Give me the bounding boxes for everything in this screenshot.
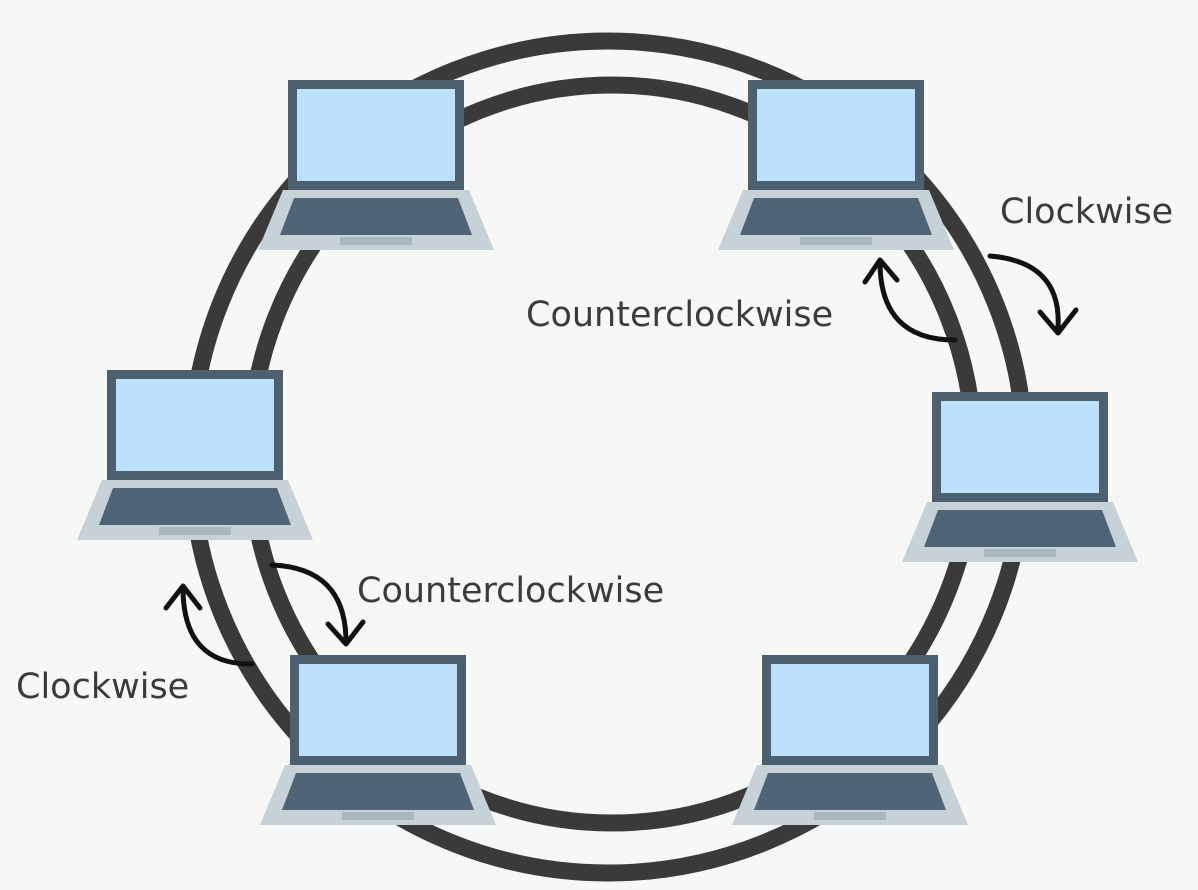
laptop-icon xyxy=(258,80,494,250)
laptop-icon xyxy=(718,80,954,250)
clockwise-label: Clockwise xyxy=(1000,192,1174,232)
laptop-icon xyxy=(77,370,313,540)
counterclockwise-arrow-icon xyxy=(862,257,958,343)
clockwise-label: Clockwise xyxy=(16,667,190,707)
laptop-icon xyxy=(902,392,1138,562)
counterclockwise-label: Counterclockwise xyxy=(357,571,665,611)
laptop-icon xyxy=(260,655,496,825)
counterclockwise-label: Counterclockwise xyxy=(526,295,834,335)
laptop-icon xyxy=(732,655,968,825)
clockwise-arrow-icon xyxy=(163,583,255,667)
clockwise-arrow-icon xyxy=(987,253,1079,336)
counterclockwise-arrow-icon xyxy=(269,562,366,647)
